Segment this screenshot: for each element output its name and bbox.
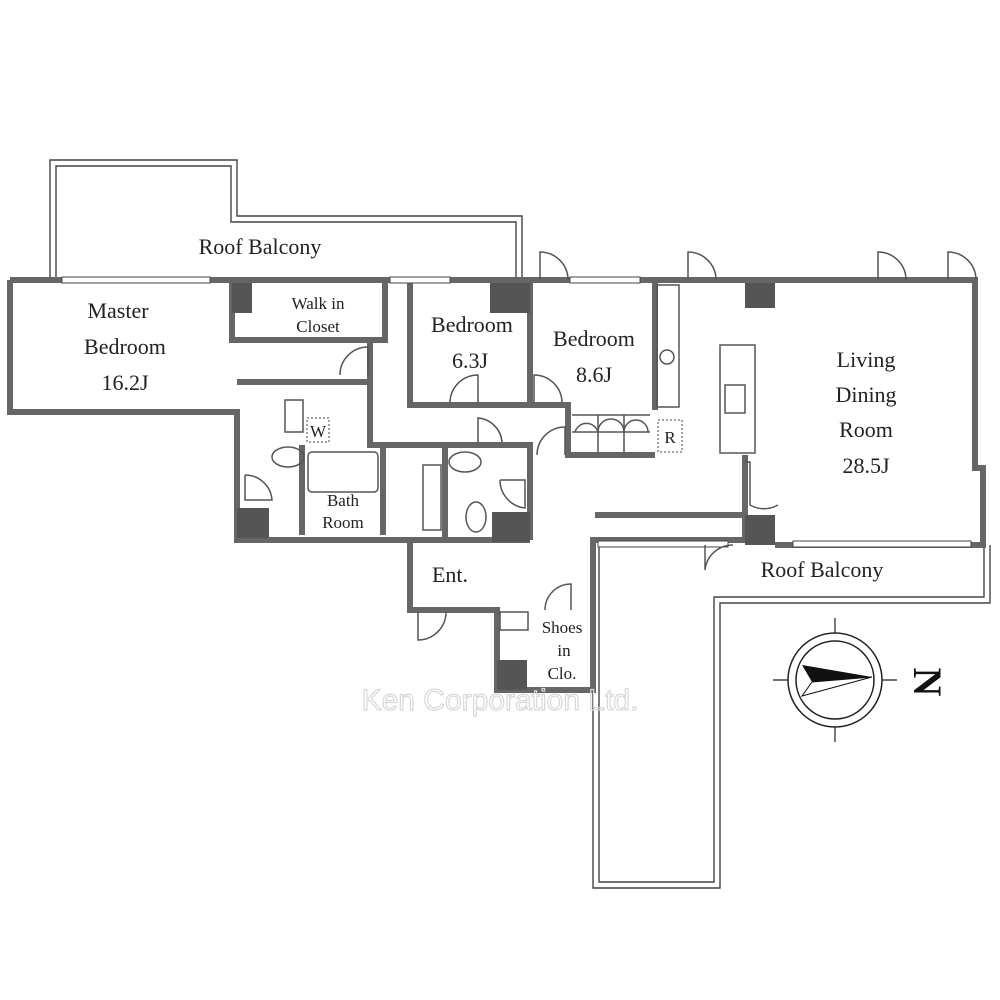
shoes-closet-label-1: Shoes bbox=[542, 618, 583, 637]
bedroom-b-size: 8.6J bbox=[576, 362, 613, 387]
stove-icon bbox=[659, 349, 675, 365]
bedroom-b-label: Bedroom bbox=[553, 326, 635, 351]
watermark: Ken Corporation Ltd. bbox=[362, 684, 639, 717]
north-label: N bbox=[905, 668, 950, 697]
ldr-label-2: Dining bbox=[835, 382, 896, 407]
doors bbox=[244, 251, 977, 641]
ldr-label-1: Living bbox=[837, 347, 896, 372]
entrance-label: Ent. bbox=[432, 562, 468, 587]
toilet-icon bbox=[448, 451, 482, 473]
vanity-counter bbox=[422, 464, 442, 531]
roof-balcony-bottom-railing bbox=[592, 545, 991, 889]
structural-pillars bbox=[232, 283, 775, 690]
roof-balcony-top-railing bbox=[49, 159, 523, 278]
master-bedroom-label-1: Master bbox=[87, 298, 149, 323]
master-bedroom-size: 16.2J bbox=[101, 370, 149, 395]
compass-rose-icon bbox=[773, 618, 897, 742]
ldr-label-3: Room bbox=[839, 417, 893, 442]
washer-label: W bbox=[310, 422, 327, 441]
sink-icon bbox=[724, 384, 746, 414]
walk-in-closet-label-1: Walk in bbox=[292, 294, 345, 313]
windows bbox=[61, 276, 972, 548]
toilet-icon bbox=[271, 446, 305, 468]
shoes-closet-label-2: in bbox=[557, 641, 571, 660]
walk-in-closet-label-2: Closet bbox=[296, 317, 340, 336]
bath-room-label-2: Room bbox=[322, 513, 364, 532]
bedroom-a-label: Bedroom bbox=[431, 312, 513, 337]
ldr-size: 28.5J bbox=[842, 453, 890, 478]
shoe-cabinet-door bbox=[499, 611, 529, 631]
refrigerator-label: R bbox=[664, 428, 676, 447]
bathtub-icon bbox=[307, 451, 379, 493]
kitchen-island bbox=[719, 344, 756, 454]
master-bedroom-label-2: Bedroom bbox=[84, 334, 166, 359]
roof-balcony-top-label: Roof Balcony bbox=[199, 234, 322, 259]
shoes-closet-label-3: Clo. bbox=[548, 664, 577, 683]
bath-room-label-1: Bath bbox=[327, 491, 360, 510]
interior-walls bbox=[229, 283, 748, 540]
kitchen-counter bbox=[656, 284, 680, 408]
bedroom-a-size: 6.3J bbox=[452, 348, 489, 373]
fixtures: W R bbox=[271, 284, 756, 631]
refrigerator-space bbox=[657, 419, 683, 453]
toilet-icon bbox=[465, 501, 487, 533]
vanity-sink-icon bbox=[284, 399, 304, 433]
washer-space bbox=[306, 417, 330, 443]
roof-balcony-bottom-label: Roof Balcony bbox=[761, 557, 884, 582]
